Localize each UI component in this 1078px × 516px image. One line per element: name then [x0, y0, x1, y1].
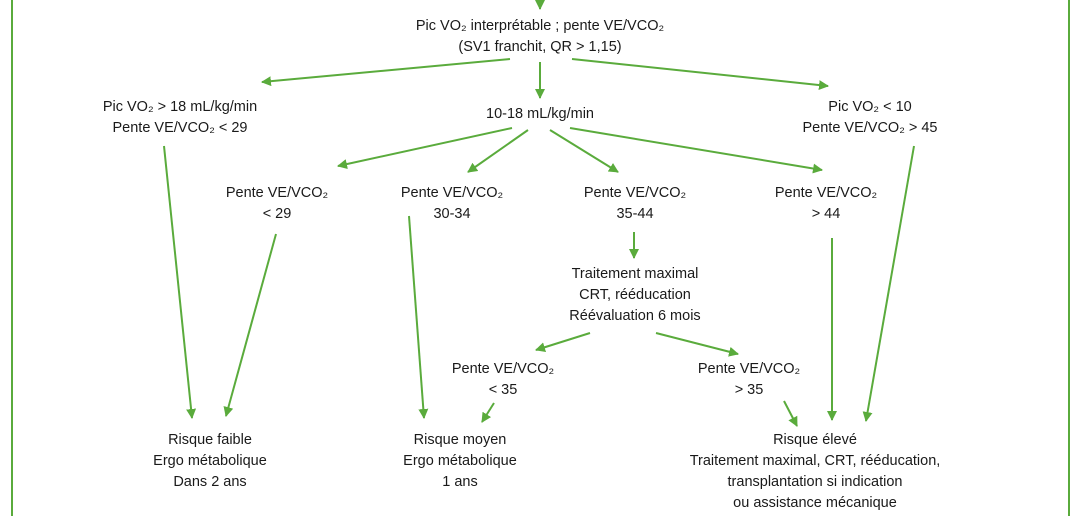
node-slope-lt35-line1: Pente VE/VCO₂ — [451, 361, 555, 377]
arrow-mid-to-30-34 — [467, 129, 529, 173]
node-risk-low-line2: Ergo métabolique — [153, 453, 267, 469]
node-risk-high-line4: ou assistance mécanique — [733, 495, 897, 511]
node-slope-gt44-line1: Pente VE/VCO₂ — [774, 185, 878, 201]
node-risk-mid-line2: Ergo métabolique — [403, 453, 517, 469]
arrow-30-34-to-riskmid — [408, 215, 429, 419]
node-risk-low-line1: Risque faible — [168, 432, 252, 448]
node-risk-high-line2: Traitement maximal, CRT, rééducation, — [689, 453, 941, 469]
arrow-gt35-to-riskhigh — [783, 400, 798, 427]
node-risk-mid: Risque moyen Ergo métabolique 1 ans — [380, 430, 540, 493]
node-top-line1: Pic VO₂ interprétable ; pente VE/VCO₂ — [415, 18, 665, 34]
node-slope-gt44: Pente VE/VCO₂ > 44 — [751, 183, 901, 225]
node-high-vo2-line1: Pic VO₂ > 18 mL/kg/min — [102, 99, 258, 115]
node-low-vo2-line2: Pente VE/VCO₂ > 45 — [802, 120, 938, 136]
node-treatment-line2: CRT, rééducation — [579, 287, 691, 303]
arrow-mid-to-lt29 — [337, 127, 513, 169]
node-slope-gt35-line2: > 35 — [734, 382, 764, 398]
arrow-high-to-risklow — [163, 145, 197, 419]
node-slope-30-34: Pente VE/VCO₂ 30-34 — [377, 183, 527, 225]
arrow-top-to-high — [261, 58, 511, 87]
node-mid-vo2: 10-18 mL/kg/min — [450, 104, 630, 125]
node-low-vo2: Pic VO₂ < 10 Pente VE/VCO₂ > 45 — [760, 97, 980, 139]
node-treatment-line3: Réévaluation 6 mois — [569, 308, 701, 324]
node-slope-35-44-line2: 35-44 — [616, 206, 654, 222]
node-low-vo2-line1: Pic VO₂ < 10 — [828, 99, 912, 115]
frame-left-border — [11, 0, 13, 516]
frame-right-border — [1068, 0, 1070, 516]
node-slope-35-44-line1: Pente VE/VCO₂ — [583, 185, 687, 201]
arrow-top-to-low — [571, 58, 829, 91]
node-risk-low-line3: Dans 2 ans — [173, 474, 247, 490]
node-top: Pic VO₂ interprétable ; pente VE/VCO₂ (S… — [370, 16, 710, 58]
arrow-lt35-to-riskmid — [481, 402, 495, 423]
node-slope-lt29: Pente VE/VCO₂ < 29 — [202, 183, 352, 225]
node-risk-high-line3: transplantation si indication — [727, 474, 903, 490]
node-high-vo2-line2: Pente VE/VCO₂ < 29 — [112, 120, 248, 136]
node-risk-low: Risque faible Ergo métabolique Dans 2 an… — [130, 430, 290, 493]
node-slope-30-34-line2: 30-34 — [433, 206, 471, 222]
arrow-low-to-riskhigh — [862, 145, 915, 422]
node-slope-35-44: Pente VE/VCO₂ 35-44 — [560, 183, 710, 225]
node-risk-mid-line1: Risque moyen — [413, 432, 507, 448]
node-slope-gt35-line1: Pente VE/VCO₂ — [697, 361, 801, 377]
node-slope-gt44-line2: > 44 — [811, 206, 841, 222]
node-risk-high: Risque élevé Traitement maximal, CRT, ré… — [655, 430, 975, 514]
node-slope-gt35: Pente VE/VCO₂ > 35 — [674, 359, 824, 401]
arrow-lt29-to-risklow — [223, 233, 277, 417]
node-slope-30-34-line1: Pente VE/VCO₂ — [400, 185, 504, 201]
node-treatment: Traitement maximal CRT, rééducation Réév… — [540, 264, 730, 327]
node-slope-lt35: Pente VE/VCO₂ < 35 — [428, 359, 578, 401]
arrow-mid-to-35-44 — [549, 129, 619, 173]
arrow-treatment-to-lt35 — [535, 332, 591, 353]
node-slope-lt35-line2: < 35 — [488, 382, 518, 398]
node-risk-mid-line3: 1 ans — [442, 474, 478, 490]
node-high-vo2: Pic VO₂ > 18 mL/kg/min Pente VE/VCO₂ < 2… — [60, 97, 300, 139]
arrow-treatment-to-gt35 — [655, 332, 739, 357]
node-slope-lt29-line2: < 29 — [262, 206, 292, 222]
node-slope-lt29-line1: Pente VE/VCO₂ — [225, 185, 329, 201]
node-risk-high-line1: Risque élevé — [773, 432, 857, 448]
arrow-mid-to-gt44 — [569, 127, 823, 174]
node-treatment-line1: Traitement maximal — [571, 266, 699, 282]
node-mid-vo2-line1: 10-18 mL/kg/min — [486, 106, 594, 122]
node-top-line2: (SV1 franchit, QR > 1,15) — [458, 39, 622, 55]
